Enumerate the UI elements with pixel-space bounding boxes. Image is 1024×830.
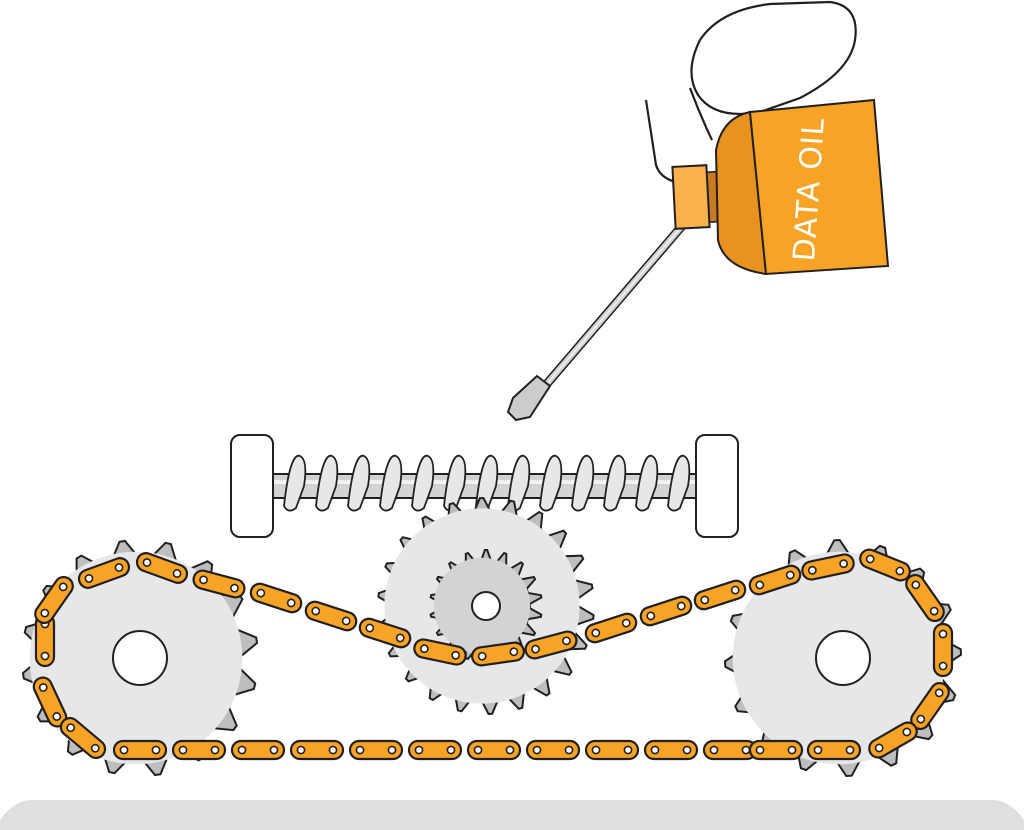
- chain-link: [637, 593, 695, 629]
- gear-hub-hole: [815, 630, 871, 686]
- shaft-end-block-right: [695, 434, 739, 538]
- screw-shaft: [230, 434, 739, 538]
- chain-link: [407, 739, 463, 761]
- ground-platform: [0, 800, 1024, 830]
- chain-link: [247, 580, 305, 616]
- chain-link: [584, 739, 640, 761]
- chain-link: [289, 739, 345, 761]
- screw-threads: [283, 455, 691, 512]
- left-sprocket: [21, 539, 259, 777]
- oil-can-spout: [506, 223, 686, 422]
- center-gear-inner: [429, 549, 543, 663]
- shaft-end-block-left: [230, 434, 274, 538]
- chain-link: [748, 739, 804, 761]
- chain-link: [932, 622, 954, 678]
- chain-link: [230, 739, 286, 761]
- oil-can-body: [748, 98, 890, 276]
- chain-link: [806, 739, 862, 761]
- chain-link: [702, 739, 758, 761]
- chain-link: [691, 577, 749, 613]
- chain-link: [525, 739, 581, 761]
- gear-hub-hole: [112, 630, 168, 686]
- chain-link: [112, 739, 168, 761]
- chain-link: [302, 598, 360, 634]
- oil-can: DATA OIL: [506, 0, 890, 422]
- chain-link: [348, 739, 404, 761]
- spout-tip: [506, 374, 552, 422]
- oil-can-cap: [671, 164, 711, 230]
- gear-hub-hole: [471, 591, 501, 621]
- oil-can-handle-wire: [688, 87, 713, 141]
- oil-can-side-wire: [644, 99, 677, 184]
- chain-link: [466, 739, 522, 761]
- chain-link: [171, 739, 227, 761]
- right-sprocket: [723, 538, 963, 778]
- chain-link: [643, 739, 699, 761]
- oil-can-handle: [690, 0, 857, 116]
- gears: [21, 496, 963, 778]
